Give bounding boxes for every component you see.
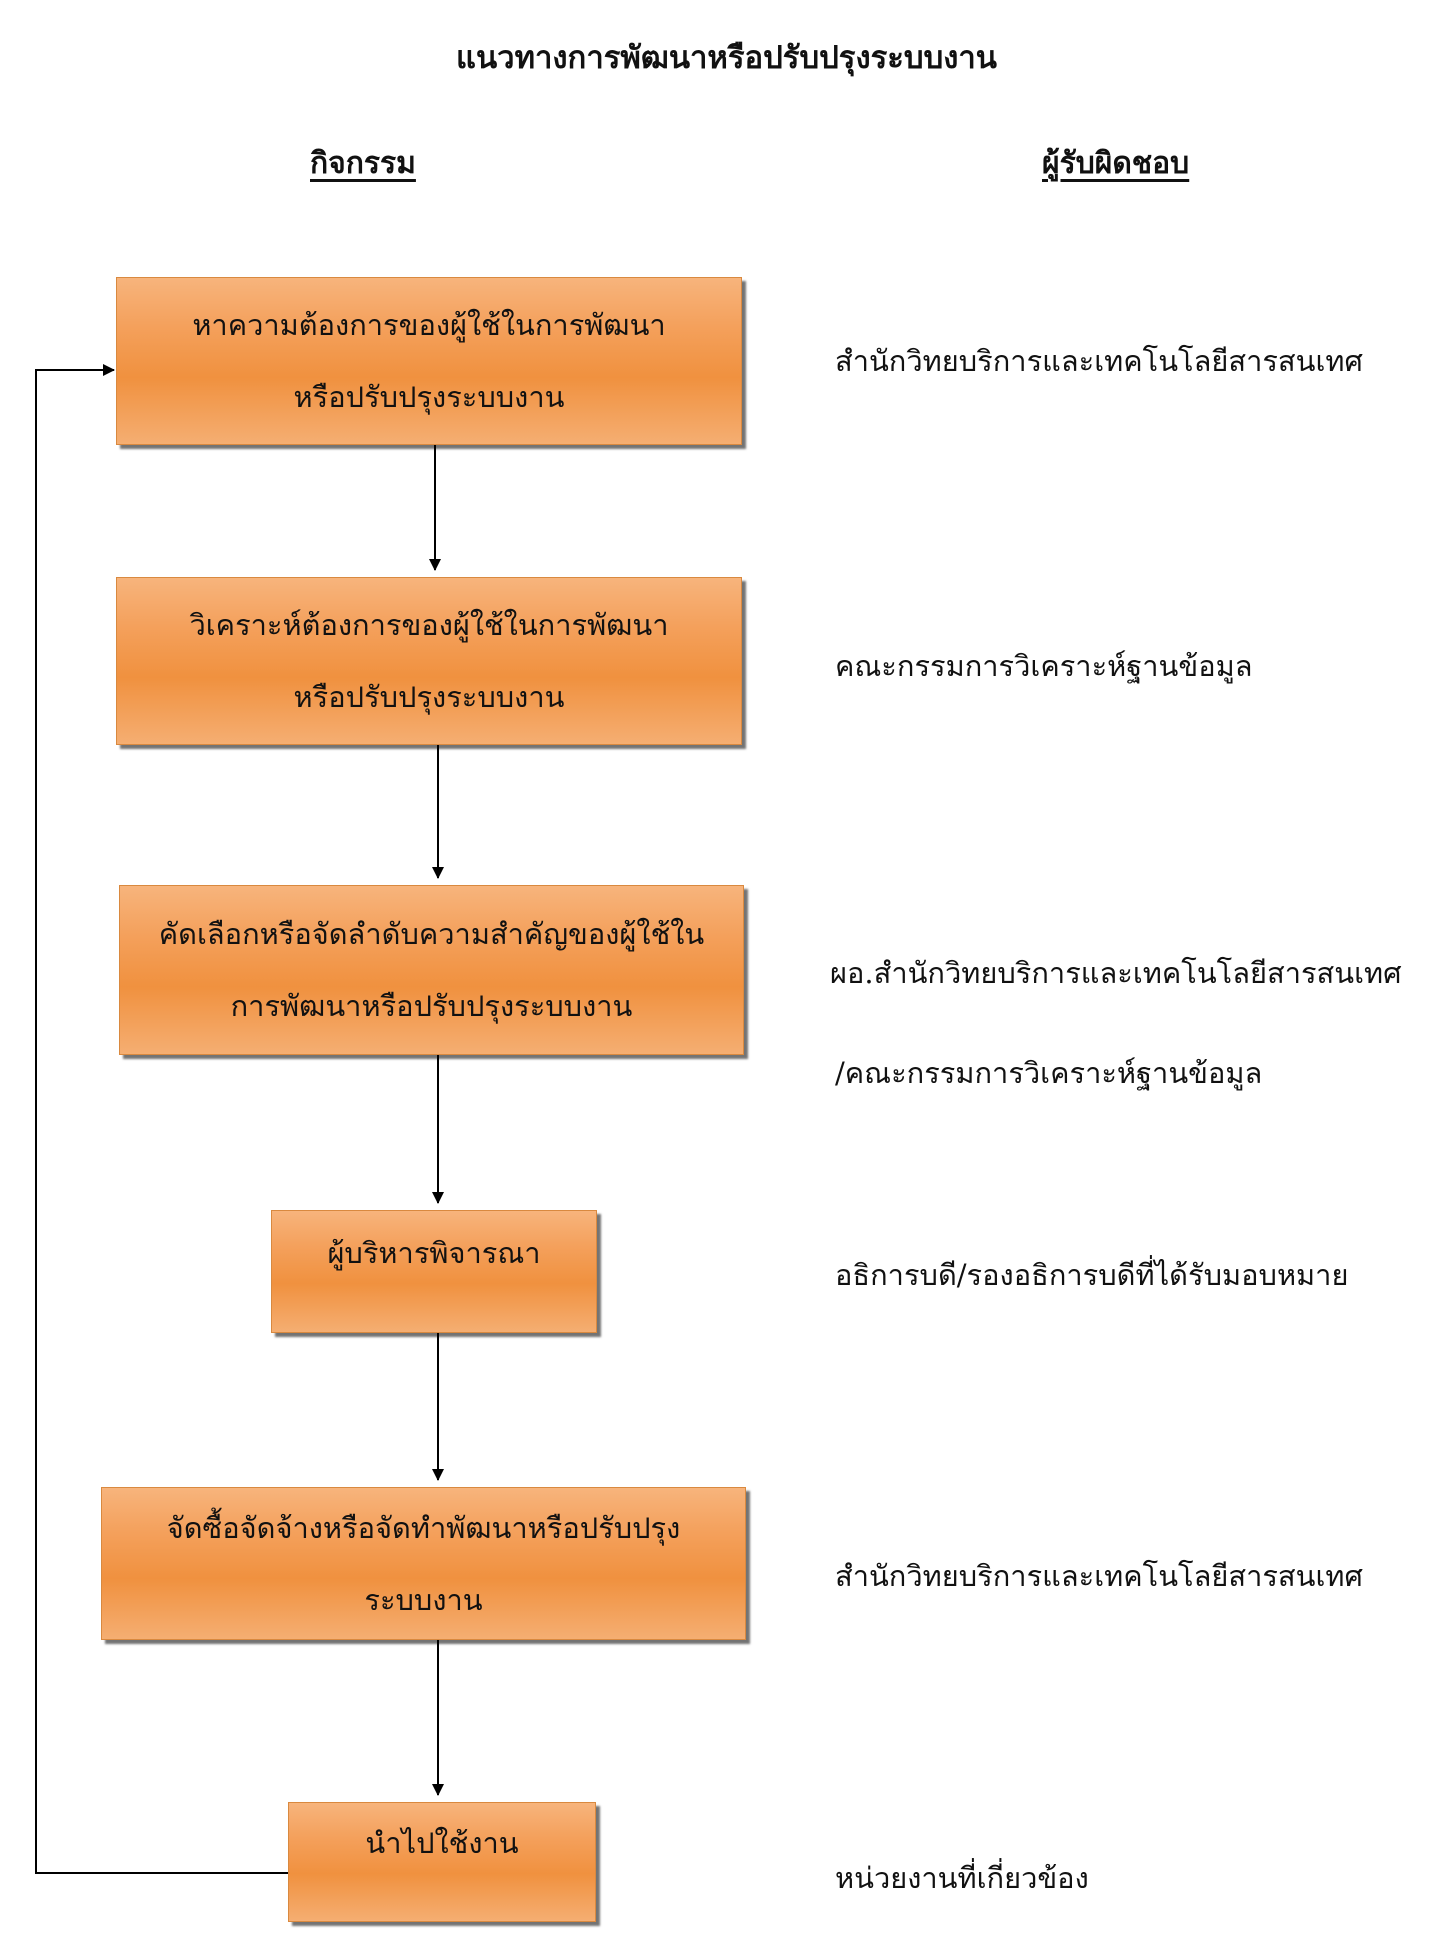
step-box-2: วิเคราะห์ต้องการของผู้ใช้ในการพัฒนา หรือ… — [116, 577, 742, 745]
step-box-4: ผู้บริหารพิจารณา — [271, 1210, 597, 1333]
step-5-line-1: จัดซื้อจัดจ้างหรือจัดทำพัฒนาหรือปรับปรุง — [166, 1510, 681, 1545]
responsible-step-5: สำนักวิทยบริการและเทคโนโลยีสารสนเทศ — [835, 1559, 1363, 1593]
step-3-line-1: คัดเลือกหรือจัดลำดับความสำคัญของผู้ใช้ใน — [158, 917, 705, 951]
responsible-column-header: ผู้รับผิดชอบ — [1042, 146, 1190, 181]
step-3-line-2: การพัฒนาหรือปรับปรุงระบบงาน — [230, 989, 633, 1023]
step-box-6: นำไปใช้งาน — [288, 1802, 596, 1922]
step-2-line-1: วิเคราะห์ต้องการของผู้ใช้ในการพัฒนา — [189, 608, 669, 642]
step-5-line-2: ระบบงาน — [364, 1582, 483, 1617]
step-2-line-2: หรือปรับปรุงระบบงาน — [293, 680, 565, 714]
responsible-step-2: คณะกรรมการวิเคราะห์ฐานข้อมูล — [835, 649, 1253, 683]
diagram-title: แนวทางการพัฒนาหรือปรับปรุงระบบงาน — [456, 40, 997, 76]
responsible-step-1: สำนักวิทยบริการและเทคโนโลยีสารสนเทศ — [835, 344, 1363, 378]
activity-column-header: กิจกรรม — [310, 146, 416, 181]
responsible-step-3-line-1: ผอ.สำนักวิทยบริการและเทคโนโลยีสารสนเทศ — [830, 956, 1402, 990]
responsible-step-4: อธิการบดี/รองอธิการบดีที่ได้รับมอบหมาย — [835, 1258, 1349, 1292]
step-6-line-1: นำไปใช้งาน — [365, 1826, 519, 1860]
responsible-step-6: หน่วยงานที่เกี่ยวข้อง — [835, 1861, 1089, 1895]
feedback-loop-arrow — [35, 364, 288, 1874]
responsible-step-3-line-2: /คณะกรรมการวิเคราะห์ฐานข้อมูล — [835, 1056, 1263, 1090]
step-4-line-1: ผู้บริหารพิจารณา — [327, 1236, 541, 1270]
step-1-line-2: หรือปรับปรุงระบบงาน — [293, 380, 565, 414]
step-box-1: หาความต้องการของผู้ใช้ในการพัฒนา หรือปรั… — [116, 277, 742, 445]
step-box-5: จัดซื้อจัดจ้างหรือจัดทำพัฒนาหรือปรับปรุง… — [101, 1487, 746, 1640]
step-1-line-1: หาความต้องการของผู้ใช้ในการพัฒนา — [192, 308, 666, 342]
step-box-3: คัดเลือกหรือจัดลำดับความสำคัญของผู้ใช้ใน… — [119, 885, 744, 1055]
